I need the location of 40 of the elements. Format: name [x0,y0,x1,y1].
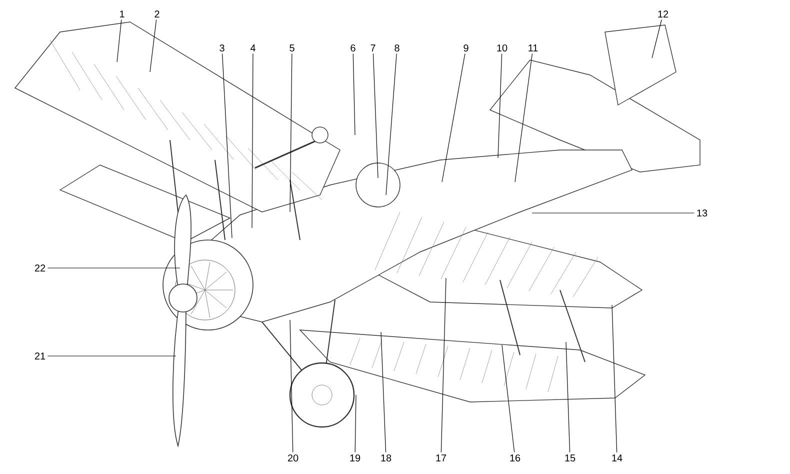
callout-number: 1 [120,10,124,18]
leader-line [150,19,157,72]
leader-line [290,53,292,212]
callout-number: 5 [290,44,294,52]
callout-number: 15 [565,454,576,462]
callout-number: 7 [370,44,376,52]
leader-line [252,53,254,228]
callout-number: 13 [697,209,708,217]
leader-line [498,53,502,158]
callout-number: 19 [350,454,360,462]
callout-number: 2 [154,10,160,18]
leader-line [372,53,378,178]
callout-number: 12 [658,10,668,18]
callout-number: 22 [34,264,46,272]
callout-number: 4 [250,44,256,52]
callout-number: 8 [394,44,400,52]
callout-number: 3 [220,44,224,52]
callout-number: 18 [381,454,392,462]
leader-line [116,19,122,62]
callout-number: 6 [350,44,356,52]
leader-line [290,320,294,453]
leader-line [352,53,356,136]
leader-line [354,394,356,453]
leader-line [442,53,466,182]
callout-number: 17 [436,454,446,462]
callout-number: 14 [612,454,622,462]
callout-number: 9 [464,44,468,52]
callout-number: 16 [510,454,520,462]
callout-number: 21 [34,352,46,360]
leader-line [532,212,695,214]
leader-line [502,344,515,453]
callout-number: 10 [497,44,508,52]
leader-line [386,53,397,196]
leader-line [222,53,232,238]
leader-line [380,332,386,453]
leader-line [440,278,446,453]
leader-line [612,304,618,453]
callout-number: 20 [288,454,298,462]
callout-number: 11 [528,44,538,52]
leader-line [566,342,570,453]
